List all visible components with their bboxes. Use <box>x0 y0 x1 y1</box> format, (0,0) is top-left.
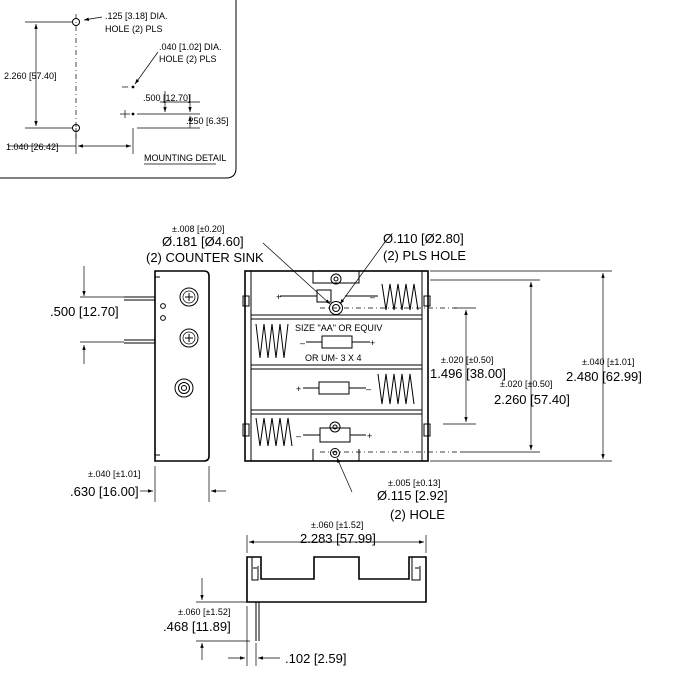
height-dim: 2.480 [62.99] <box>566 369 642 384</box>
mounting-hole-top <box>72 18 80 26</box>
mounting-detail-title: MOUNTING DETAIL <box>144 153 226 163</box>
mounting-detail-border <box>0 0 237 179</box>
countersink-dia: Ø.181 [Ø4.60] <box>162 234 244 249</box>
side-view-body <box>154 270 210 462</box>
pls-hole-note: (2) PLS HOLE <box>383 248 466 263</box>
cell1-minus: – <box>370 292 375 302</box>
cell2-minus: – <box>300 338 305 348</box>
spring-cell-4 <box>255 417 293 447</box>
front-width-dim: 2.283 [57.99] <box>300 531 376 546</box>
cell4-plus: + <box>367 431 372 441</box>
front-view: ±.060 [±1.52] 2.283 [57.99] ±.060 [±1.52… <box>163 520 427 666</box>
front-height-dim: .468 [11.89] <box>163 619 231 634</box>
pitch-tol: ±.020 [±0.50] <box>441 355 493 365</box>
cell4-minus: – <box>296 431 301 441</box>
mounting-hole-bottom <box>72 124 80 132</box>
holder-outline <box>244 270 429 462</box>
spring-cell-2 <box>255 323 289 359</box>
hole-small-note: HOLE (2) PLS <box>159 54 217 64</box>
height-dim-label: 2.260 [57.40] <box>4 71 57 81</box>
side-width-label: .630 [16.00] <box>70 484 139 499</box>
hole-bottom-icon <box>330 448 340 458</box>
front-view-body <box>246 556 427 603</box>
mounting-detail-panel: .125 [3.18] DIA. HOLE (2) PLS 2.260 [57.… <box>0 0 237 179</box>
contact-button-icon <box>174 378 194 398</box>
hole-note: (2) HOLE <box>390 507 445 522</box>
hole-small-dim: .040 [1.02] DIA. <box>159 42 222 52</box>
side-view: .500 [12.70] ±.040 [±1.01] .630 [16.00] <box>50 266 226 502</box>
cell3-minus: – <box>366 384 371 394</box>
small-dot-lower <box>160 315 166 321</box>
pls-hole-dia: Ø.110 [Ø2.80] <box>383 231 464 246</box>
countersink-tol: ±.008 [±0.20] <box>172 224 224 234</box>
small-hole-bottom <box>131 112 135 116</box>
width-dim-label: 1.040 [26.42] <box>6 142 59 152</box>
countersink-note: (2) COUNTER SINK <box>146 250 264 265</box>
mount-span-dim: 2.260 [57.40] <box>494 392 570 407</box>
small-hole-top <box>131 85 135 89</box>
pin-spacing-label: .500 [12.70] <box>50 304 119 319</box>
front-width-tol: ±.060 [±1.52] <box>311 520 363 530</box>
battery-label-1: SIZE "AA" OR EQUIV <box>295 323 382 333</box>
pin-offset-dim: .102 [2.59] <box>285 651 346 666</box>
top-view: + – – + + – – + SIZE "AA" OR EQUIV OR UM… <box>146 224 642 522</box>
side-width-tol: ±.040 [±1.01] <box>88 469 140 479</box>
height-tol: ±.040 [±1.01] <box>582 357 634 367</box>
pitch-dim: 1.496 [38.00] <box>430 366 506 381</box>
front-height-tol: ±.060 [±1.52] <box>178 607 230 617</box>
screw-head-top-icon <box>179 287 199 307</box>
cell2-plus: + <box>370 338 375 348</box>
spring-cell-1 <box>381 283 419 311</box>
offset-dim-label: .500 [12.70] <box>143 93 191 103</box>
cell3-plus: + <box>296 384 301 394</box>
battery-label-2: OR UM- 3 X 4 <box>305 353 362 363</box>
small-offset-dim-label: .250 [6.35] <box>186 116 229 126</box>
countersink-hole-top-icon <box>330 273 342 285</box>
hole-tol: ±.005 [±0.13] <box>388 478 440 488</box>
hole-large-note: HOLE (2) PLS <box>105 24 163 34</box>
spring-cell-3 <box>377 373 415 405</box>
hole-dia: Ø.115 [2.92] <box>377 488 448 503</box>
screw-head-bottom-icon <box>179 328 199 348</box>
mount-span-tol: ±.020 [±0.50] <box>500 379 552 389</box>
small-dot-upper <box>160 303 166 309</box>
hole-large-dim: .125 [3.18] DIA. <box>105 11 168 21</box>
countersink-hole-bottom-icon <box>329 421 341 433</box>
cell1-plus: + <box>276 292 281 302</box>
